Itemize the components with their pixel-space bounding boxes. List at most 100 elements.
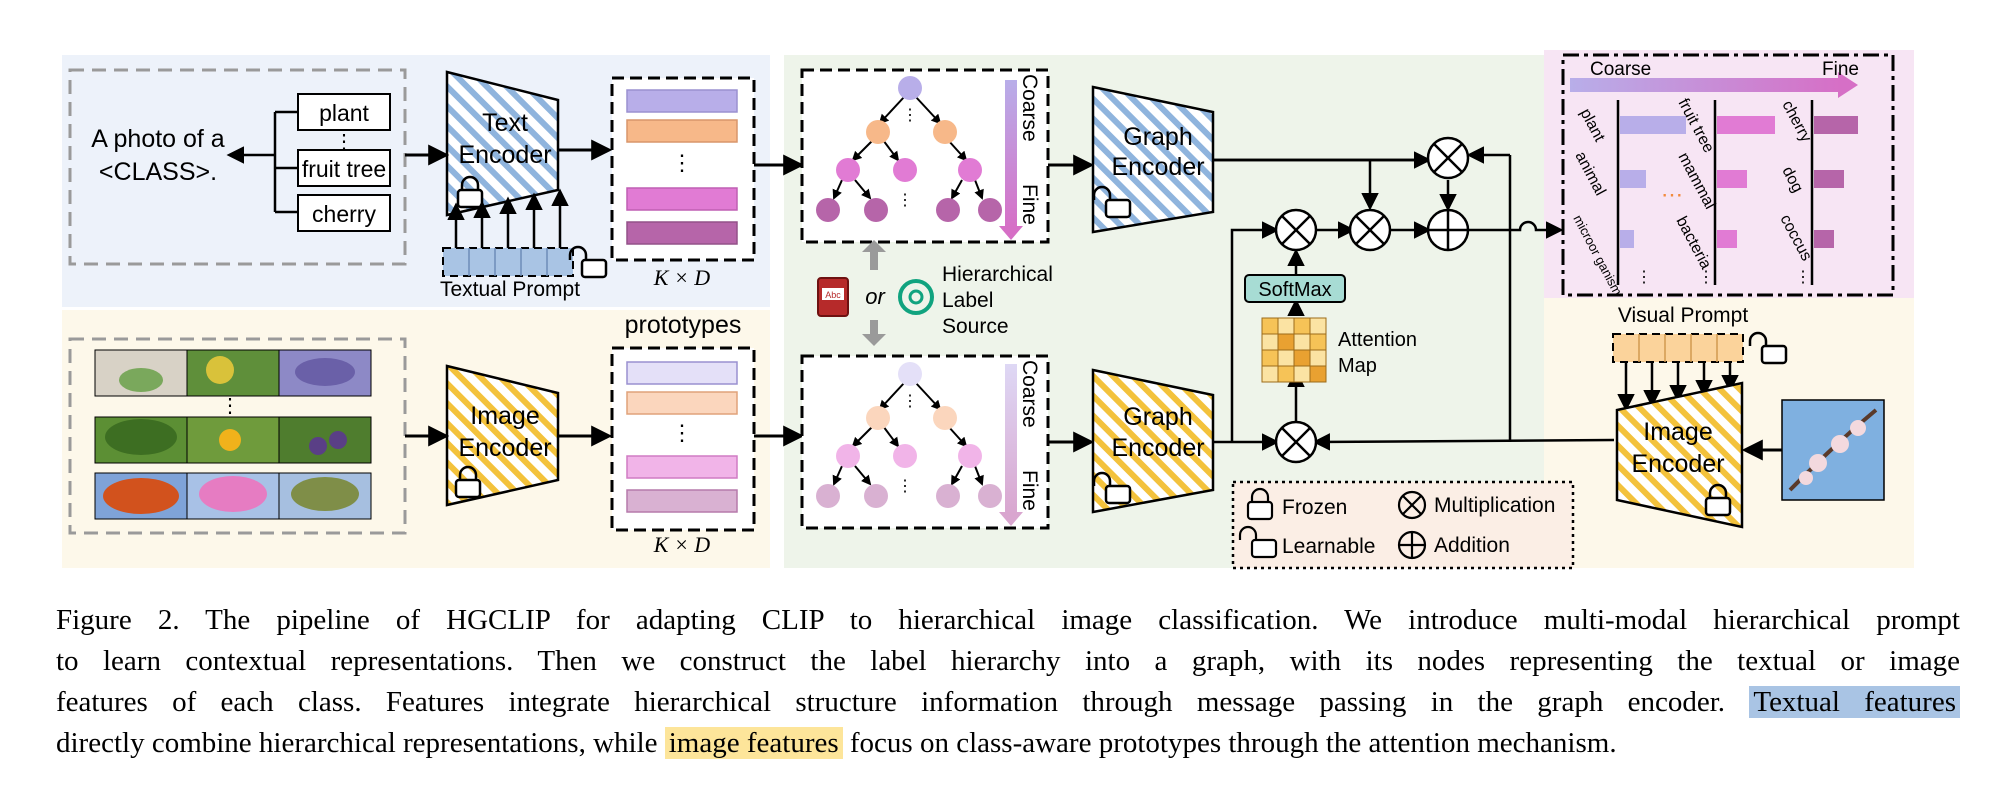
svg-text:⋮: ⋮ (1636, 269, 1652, 286)
attention-map-grid (1261, 317, 1327, 383)
svg-text:⋮: ⋮ (220, 395, 240, 417)
unlock-icon (1238, 525, 1278, 559)
svg-text:⋮: ⋮ (897, 192, 913, 209)
output-dots: ⋯ (1661, 182, 1683, 207)
svg-text:⋮: ⋮ (1795, 269, 1811, 286)
image-encoder-label1: Image (470, 402, 539, 430)
graph-encoder-text (1091, 85, 1215, 234)
label-plant: plant (319, 100, 369, 126)
output-hierarchy-box (1561, 53, 1895, 297)
input-cherry-blossom-photo (1781, 399, 1885, 501)
caption-line-4-text-c: focus on class-aware prototypes through … (849, 727, 1617, 759)
fine-label-2: Fine (1018, 470, 1041, 511)
caption-line-4: directly combine hierarchical representa… (56, 723, 1960, 764)
svg-text:⋮: ⋮ (897, 478, 913, 495)
caption-line-3: features of each class. Features integra… (56, 682, 1960, 723)
label-box-cherry (297, 194, 391, 232)
chatgpt-logo-icon (898, 279, 934, 315)
unlock-icon (568, 245, 608, 279)
label-box-plant (297, 93, 391, 131)
image-encoder-right-label2: Encoder (1631, 450, 1724, 478)
source-label-3: Source (942, 315, 1009, 338)
output-bar-dog (1814, 170, 1844, 188)
text-encoder-label2: Encoder (458, 141, 551, 169)
output-coarse-label: Coarse (1590, 59, 1651, 80)
legend-addition: Addition (1434, 534, 1510, 557)
svg-text:⋮: ⋮ (671, 420, 693, 445)
graph-encoder-image-label2: Encoder (1111, 434, 1204, 462)
text-kd-label: K × D (653, 265, 711, 290)
image-encoder-label2: Encoder (458, 434, 551, 462)
caption-line-2: to learn contextual representations. The… (56, 645, 1960, 677)
figure-caption: Figure 2. The pipeline of HGCLIP for ada… (56, 600, 1960, 764)
text-encoder-label1: Text (482, 109, 528, 137)
label-cherry: cherry (312, 201, 376, 227)
visual-prompt-tokens (1612, 333, 1744, 363)
legend-learnable: Learnable (1282, 535, 1375, 558)
or-label: or (865, 284, 886, 309)
output-bar-microorganism (1620, 230, 1634, 248)
legend-multiplication: Multiplication (1434, 494, 1555, 517)
text-input-box (68, 68, 407, 266)
output-bar-mammal (1717, 170, 1747, 188)
multiplication-op-1 (1274, 208, 1318, 252)
softmax-label: SoftMax (1258, 279, 1331, 301)
label-box-fruit-tree (297, 149, 391, 187)
svg-text:⋮: ⋮ (1698, 269, 1714, 286)
coarse-label-1: Coarse (1018, 74, 1041, 142)
graph-encoder-text-label2: Encoder (1111, 153, 1204, 181)
svg-text:⋮: ⋮ (902, 107, 918, 124)
multiplication-op-2 (1348, 208, 1392, 252)
text-hierarchy-graph (832, 95, 984, 200)
sample-image-row2 (94, 416, 372, 464)
lock-icon (1246, 487, 1274, 521)
pipeline-figure: A photo of a <CLASS>. plant ⋮ fruit tree… (62, 50, 1914, 570)
multiplication-op-attention (1274, 420, 1318, 464)
prompt-text-line2: <CLASS>. (99, 158, 217, 186)
attention-map-label1: Attention (1338, 329, 1417, 351)
attention-map-label2: Map (1338, 355, 1377, 377)
prompt-text-line1: A photo of a (91, 125, 225, 153)
caption-line-3-text: features of each class. Features integra… (56, 686, 1726, 718)
multiplication-op-3 (1426, 136, 1470, 180)
output-bar-bacteria (1717, 230, 1737, 248)
prototypes-label: prototypes (625, 311, 742, 339)
output-bar-animal (1620, 170, 1646, 188)
image-hierarchy-graph (832, 381, 984, 486)
highlight-image-features: image features (664, 727, 843, 759)
caption-line-4-text-a: directly combine hierarchical representa… (56, 727, 658, 759)
output-bar-cherry (1814, 116, 1858, 134)
unlock-icon (1748, 331, 1788, 365)
svg-text:Abc: Abc (825, 290, 841, 300)
caption-line-1: Figure 2. The pipeline of HGCLIP for ada… (56, 604, 1960, 636)
source-label-2: Label (942, 289, 993, 312)
legend-frozen: Frozen (1282, 496, 1347, 519)
source-label-1: Hierarchical (942, 263, 1053, 286)
output-bar-coccus (1814, 230, 1834, 248)
highlight-textual-features: Textual features (1749, 686, 1960, 718)
sample-image-row3 (94, 472, 372, 520)
output-bar-plant (1620, 116, 1686, 134)
svg-text:⋮: ⋮ (902, 393, 918, 410)
dictionary-book-icon: Abc (817, 277, 849, 317)
addition-icon (1397, 530, 1427, 560)
output-fine-label: Fine (1822, 59, 1859, 80)
svg-text:⋮: ⋮ (671, 150, 693, 175)
addition-op (1426, 208, 1470, 252)
image-encoder-right-label1: Image (1643, 418, 1712, 446)
image-kd-label: K × D (653, 532, 711, 557)
textual-prompt-label: Textual Prompt (440, 278, 580, 301)
label-dots: ⋮ (334, 131, 354, 153)
graph-encoder-image-label1: Graph (1123, 403, 1192, 431)
visual-prompt-label: Visual Prompt (1618, 304, 1749, 327)
label-fruit-tree: fruit tree (302, 156, 386, 182)
fine-label-1: Fine (1018, 184, 1041, 225)
lock-icon (1704, 483, 1732, 517)
unlock-icon (1092, 185, 1132, 219)
unlock-icon (1092, 471, 1132, 505)
textual-prompt-tokens (442, 247, 574, 277)
sample-image-row1 (94, 349, 372, 397)
softmax-box (1244, 274, 1346, 303)
multiplication-icon (1397, 490, 1427, 520)
graph-encoder-text-label1: Graph (1123, 123, 1192, 151)
